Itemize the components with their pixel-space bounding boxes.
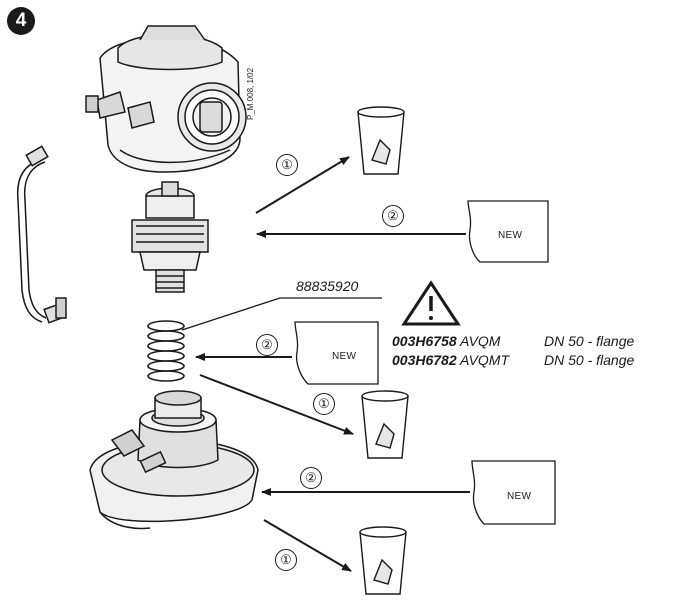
dispose-marker: ① (276, 154, 298, 176)
valve-body-illustration (85, 25, 247, 173)
product-spec: DN 50 - flange (544, 333, 635, 349)
spring-illustration (147, 320, 185, 382)
product-spec: DN 50 - flange (544, 352, 635, 368)
product-line-1: 003H6758 AVQM (392, 333, 500, 349)
drawing-reference: P_M.008, 1/02 (246, 67, 255, 120)
new-part-bag-icon (467, 200, 549, 263)
product-line-2: 003H6782 AVQMT (392, 352, 509, 368)
product-model: AVQM (460, 333, 501, 349)
dispose-marker: ① (275, 549, 297, 571)
valve-insert-illustration (131, 181, 209, 293)
replace-marker: ② (382, 205, 404, 227)
new-part-bag-icon (471, 460, 556, 525)
waste-bin-icon (361, 390, 409, 459)
replace-marker: ② (256, 334, 278, 356)
impulse-tube-illustration (16, 145, 67, 324)
waste-bin-icon (359, 526, 407, 595)
new-label: NEW (507, 491, 532, 502)
dispose-arrow (255, 156, 350, 214)
replace-marker: ② (300, 467, 322, 489)
new-part-bag-icon (294, 321, 379, 385)
part-leader-line (181, 297, 382, 331)
dispose-marker: ① (313, 393, 335, 415)
product-code: 003H6782 (392, 352, 457, 368)
dispose-arrow (263, 519, 352, 572)
new-label: NEW (332, 351, 357, 362)
part-number: 88835920 (296, 278, 359, 294)
new-label: NEW (498, 230, 523, 241)
warning-icon (401, 280, 461, 326)
product-code: 003H6758 (392, 333, 457, 349)
product-model: AVQMT (460, 352, 510, 368)
diaphragm-housing-illustration (89, 390, 259, 530)
dispose-arrow (199, 374, 354, 435)
waste-bin-icon (357, 106, 405, 175)
step-number-badge: 4 (7, 7, 35, 35)
